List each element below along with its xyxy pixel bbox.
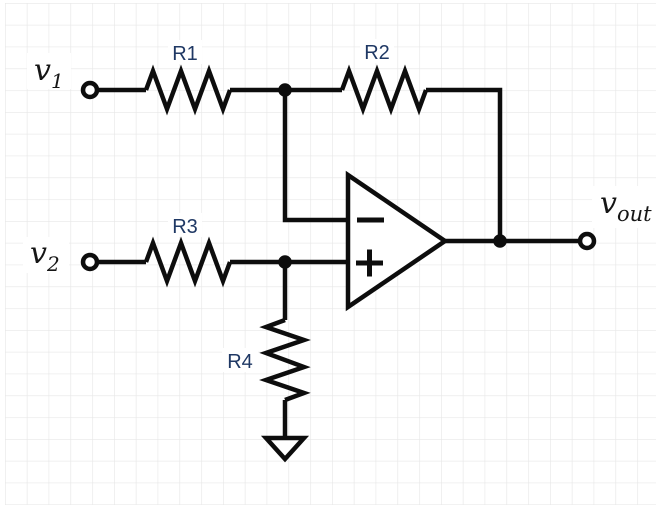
plus-icon: [356, 249, 383, 277]
vout-base: v: [600, 186, 617, 221]
terminal-v1: [80, 80, 100, 100]
label-backdrop: [168, 40, 202, 64]
terminal-v2: [80, 252, 100, 272]
wire-r2-feedback: [426, 87, 503, 241]
label-backdrops: [23, 39, 670, 372]
node-label-v1: v1: [34, 53, 64, 93]
junction-dots: [278, 83, 507, 269]
resistor-label-r4: R4: [227, 351, 253, 373]
v2-base: v: [30, 236, 47, 271]
label-backdrop: [27, 53, 71, 89]
resistor-label-r3: R3: [172, 216, 198, 238]
opamp-markers: [356, 217, 384, 277]
resistor-label-r2: R2: [364, 42, 390, 64]
v2-subscript: 2: [46, 252, 60, 276]
terminals: [80, 80, 597, 272]
opamp: [345, 170, 449, 312]
v1-subscript: 1: [51, 69, 64, 93]
terminal-vout: [577, 231, 597, 251]
junction-dot-inverting-node: [278, 83, 292, 97]
junction-dot-noninverting-node: [278, 255, 292, 269]
label-backdrop: [592, 186, 670, 228]
vout-subscript: out: [617, 202, 652, 226]
resistor-r2: [339, 64, 429, 116]
v1-base: v: [34, 53, 51, 88]
label-backdrop: [222, 348, 258, 372]
ground-icon: [260, 435, 310, 463]
label-backdrop: [168, 213, 202, 237]
junction-dot-output-node: [493, 234, 507, 248]
resistor-label-r1: R1: [172, 43, 198, 65]
node-label-vout: vout: [600, 186, 652, 226]
label-backdrop: [23, 237, 69, 273]
resistor-r3: [143, 236, 233, 288]
opamp-triangle: [345, 170, 449, 312]
node-label-v2: v2: [30, 236, 60, 276]
label-backdrop: [360, 39, 394, 63]
grid-paper: [5, 3, 656, 505]
resistor-r4: [259, 317, 311, 403]
wire-inverting-input: [282, 90, 348, 223]
resistor-r1: [143, 64, 233, 116]
